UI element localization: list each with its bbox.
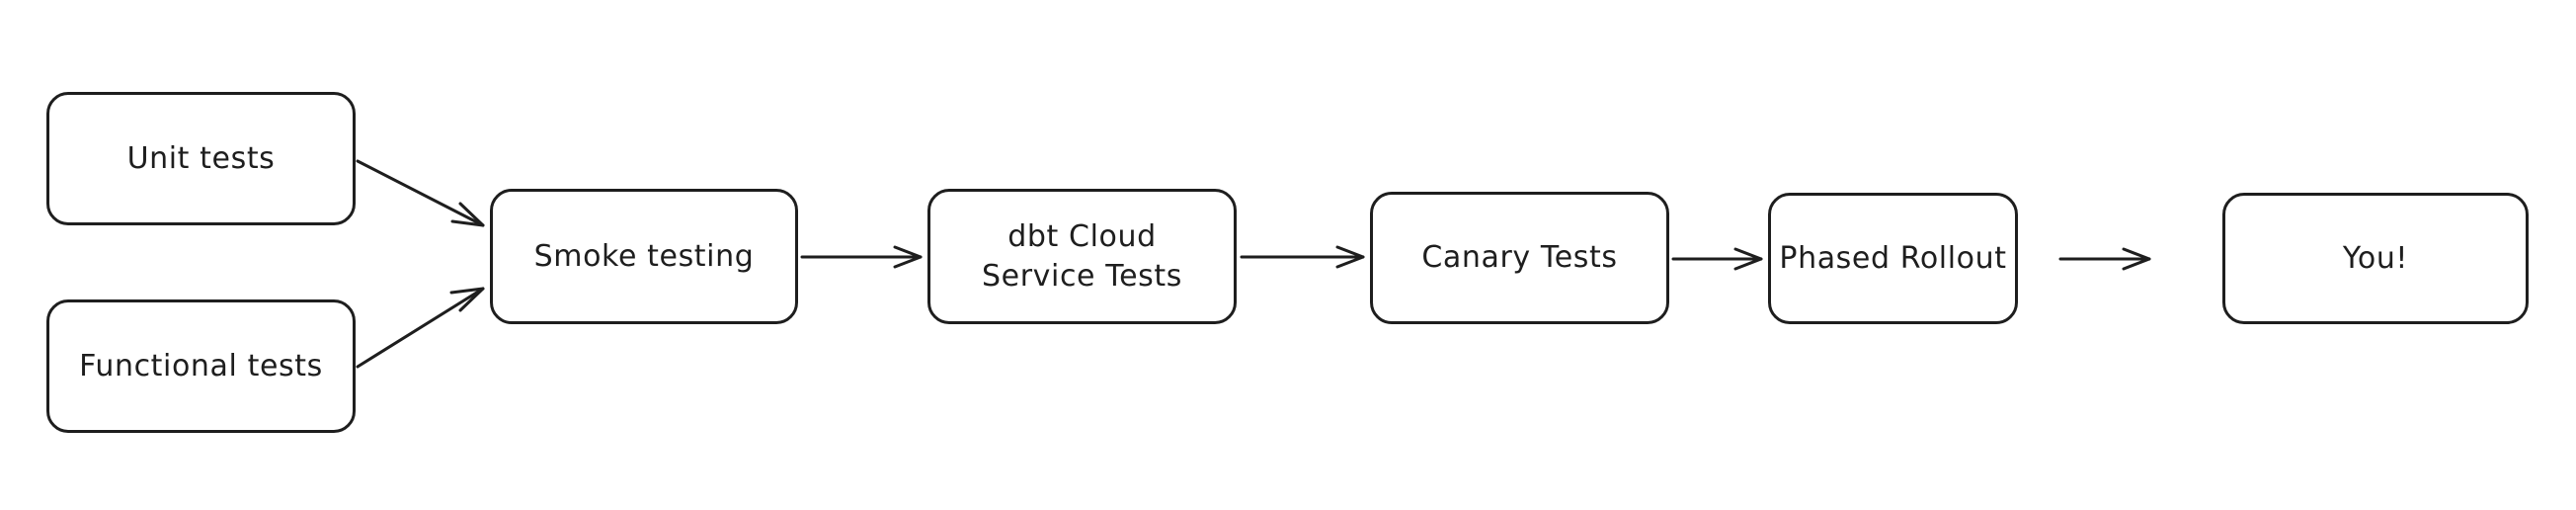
edge-canary-to-phased xyxy=(1671,247,1763,271)
edge-unit-to-smoke xyxy=(356,159,485,227)
node-label-phased-rollout: Phased Rollout xyxy=(1779,240,2007,276)
node-label-functional-tests: Functional tests xyxy=(79,348,323,383)
node-canary-tests[interactable]: Canary Tests xyxy=(1370,192,1669,324)
node-label-unit-tests: Unit tests xyxy=(126,140,276,176)
node-you[interactable]: You! xyxy=(2222,193,2529,324)
edge-functional-to-smoke xyxy=(356,287,485,369)
node-unit-tests[interactable]: Unit tests xyxy=(46,92,356,225)
node-label-you: You! xyxy=(2342,240,2409,276)
node-label-dbt-cloud-service-tests: dbt Cloud Service Tests xyxy=(982,218,1182,294)
edge-smoke-to-dbt xyxy=(800,245,923,269)
node-label-canary-tests: Canary Tests xyxy=(1421,240,1618,276)
edge-dbt-to-canary xyxy=(1240,245,1365,269)
node-label-smoke-testing: Smoke testing xyxy=(533,238,755,274)
node-smoke-testing[interactable]: Smoke testing xyxy=(490,189,798,324)
node-dbt-cloud-service-tests[interactable]: dbt Cloud Service Tests xyxy=(927,189,1237,324)
edge-phased-to-you xyxy=(2058,247,2151,271)
node-functional-tests[interactable]: Functional tests xyxy=(46,299,356,433)
node-phased-rollout[interactable]: Phased Rollout xyxy=(1768,193,2018,324)
